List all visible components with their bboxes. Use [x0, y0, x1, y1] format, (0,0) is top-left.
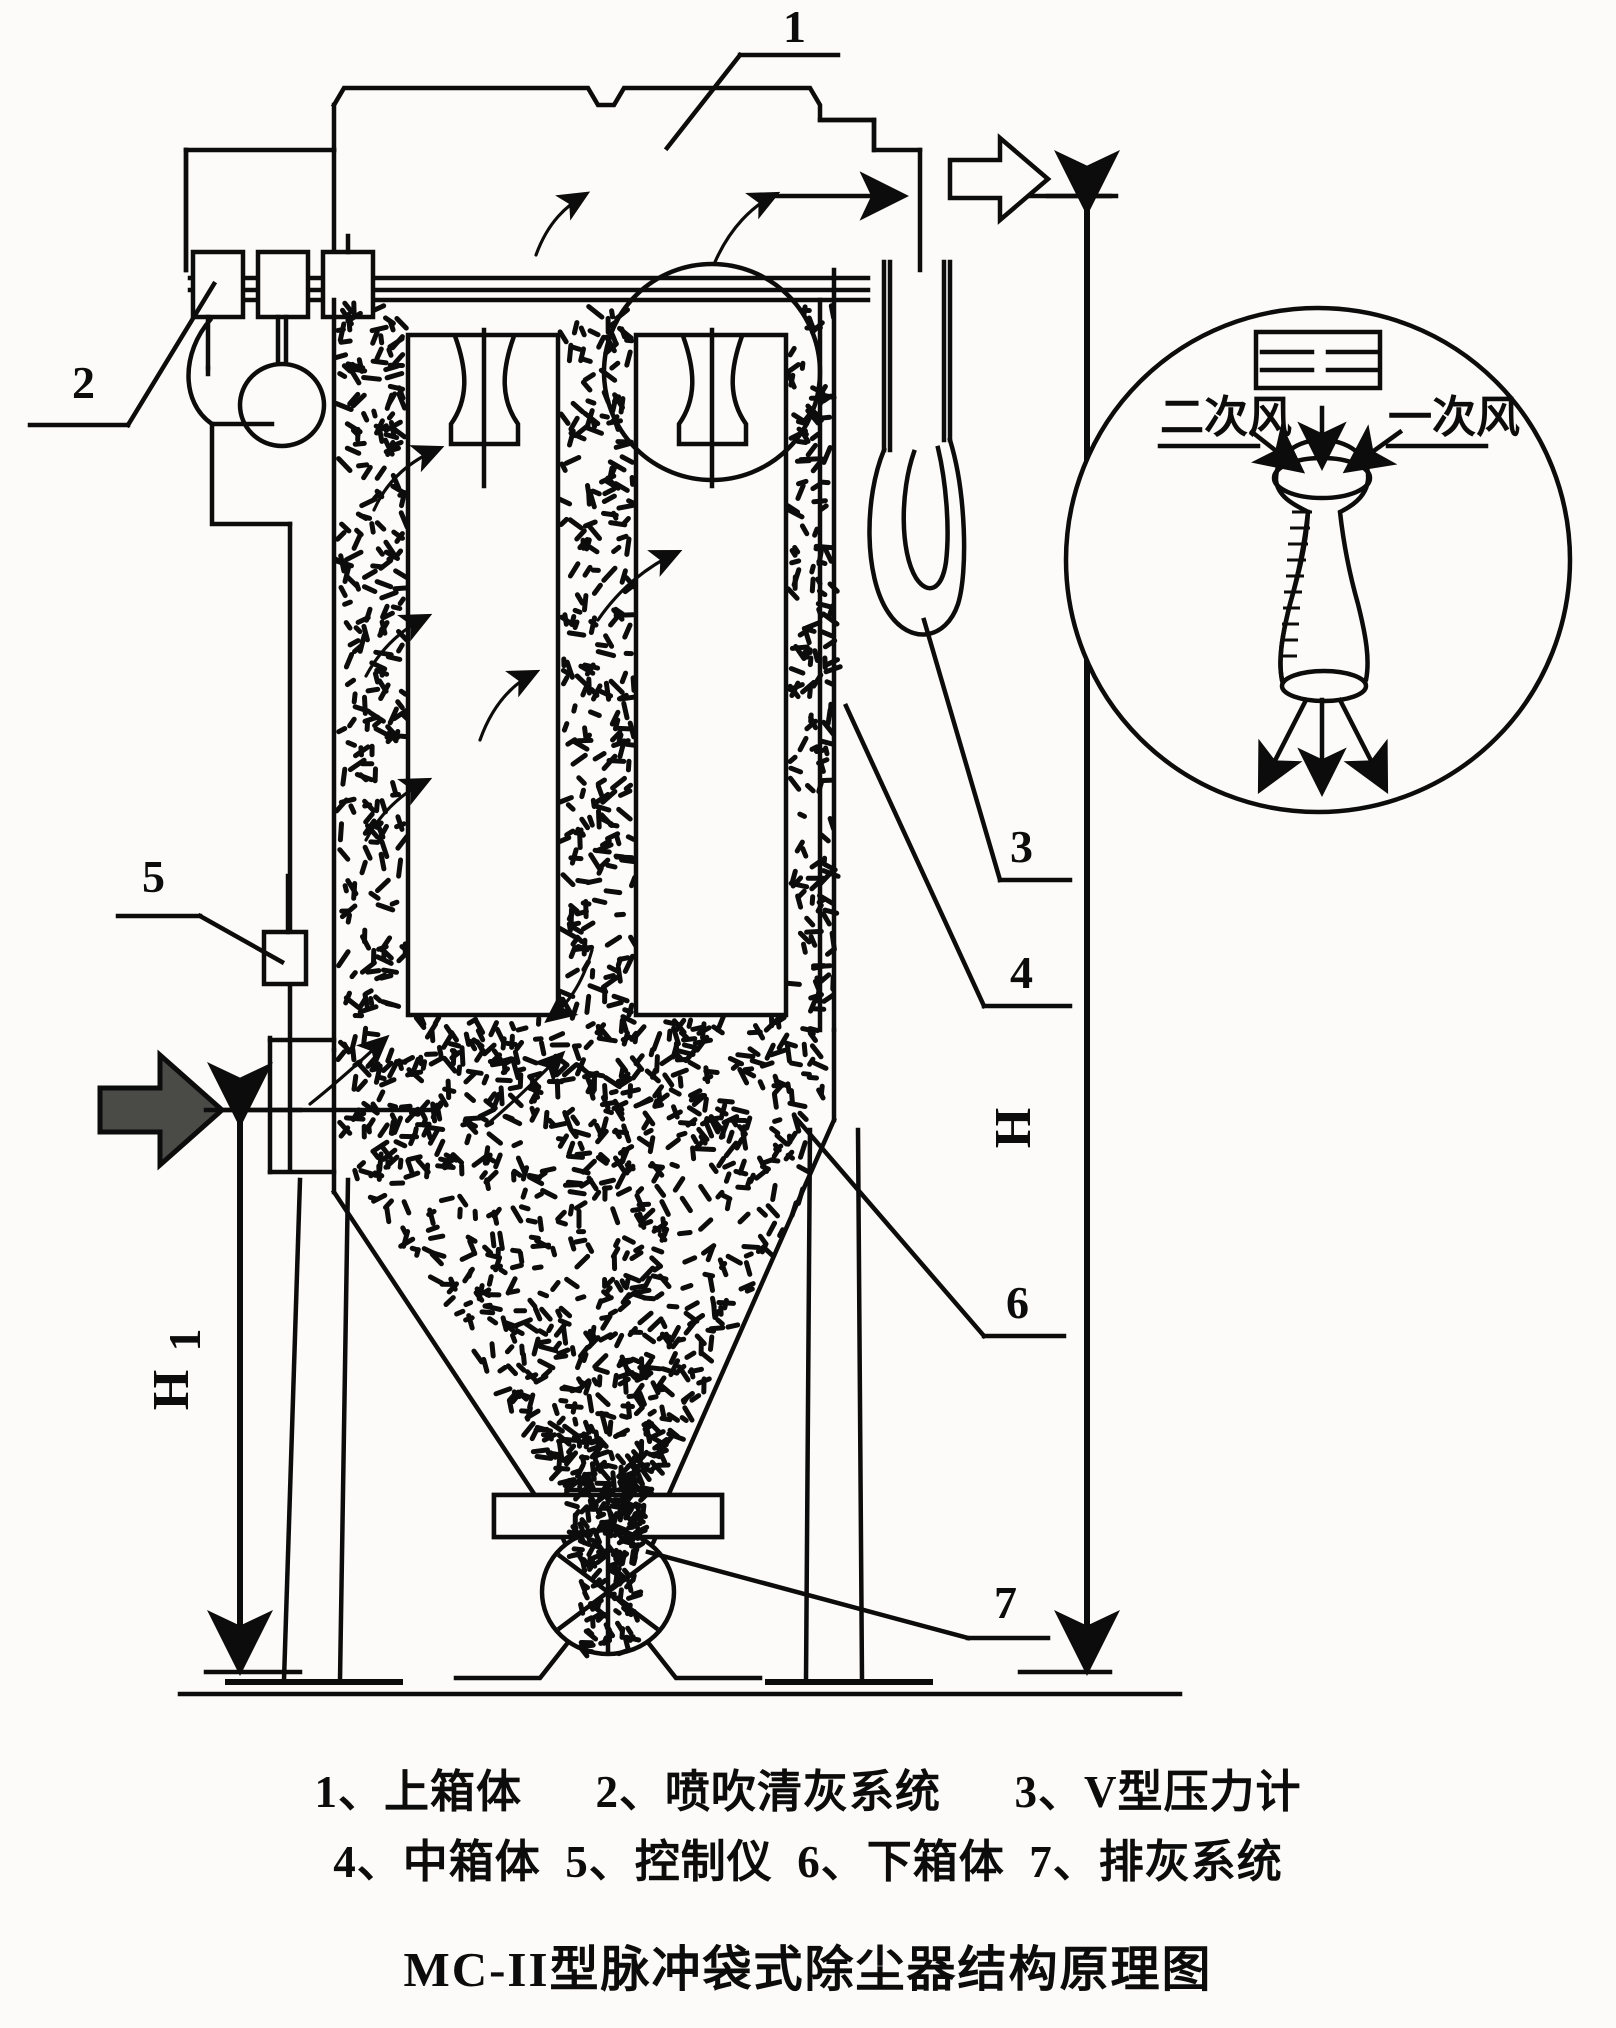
dimension-H1: H 1 [143, 1062, 303, 1676]
filter-bag-right [633, 327, 789, 1018]
callout-3: 3 [921, 617, 1073, 883]
dimension-H-label: H [985, 1108, 1042, 1148]
figure-title: MC-II型脉冲袋式除尘器结构原理图 [403, 1942, 1213, 1997]
callout-6-label: 6 [1006, 1277, 1029, 1328]
upper-box-shell [183, 85, 923, 273]
inlet-arrow-icon [97, 1049, 226, 1171]
control-box [261, 929, 309, 987]
legend-line-1: 1、上箱体 2、喷吹清灰系统 3、V型压力计 [314, 1767, 1302, 1817]
callout-2: 2 [27, 280, 218, 429]
detail-circle-callout [601, 261, 823, 483]
venturi-nozzle-icon [1271, 437, 1373, 704]
callout-7-label: 7 [994, 1577, 1017, 1628]
callout-4-label: 4 [1010, 947, 1033, 998]
control-device [261, 873, 309, 987]
dimension-H1-sub: 1 [159, 1329, 210, 1352]
dust-particles [332, 300, 843, 1176]
callout-7: 7 [645, 1549, 1051, 1641]
outlet-flow [757, 133, 1119, 225]
callout-1-label: 1 [783, 1, 806, 52]
venturi-detail-inset: 二次风 一次风 [1063, 305, 1573, 815]
callout-3-label: 3 [1010, 821, 1033, 872]
inset-primary-air-label: 一次风 [1388, 393, 1520, 442]
inset-secondary-air-label: 二次风 [1160, 393, 1292, 442]
pulse-valve-2 [255, 249, 311, 320]
rotary-airlock-valve [453, 1487, 763, 1681]
callout-6: 6 [792, 1114, 1067, 1340]
outlet-arrow-icon [947, 133, 1052, 225]
callout-5-label: 5 [142, 851, 165, 902]
legend-line-2: 4、中箱体 5、控制仪 6、下箱体 7、排灰系统 [333, 1837, 1283, 1887]
callout-4: 4 [843, 703, 1073, 1009]
callout-1: 1 [663, 1, 841, 152]
air-tank [237, 361, 327, 449]
v-type-manometer [867, 259, 967, 637]
callout-2-label: 2 [72, 357, 95, 408]
dimension-H: H [985, 150, 1120, 1676]
dimension-H1-label: H [143, 1370, 200, 1410]
hopper-dust [352, 1152, 811, 1659]
callout-5: 5 [115, 851, 286, 966]
tube-sheet-icon [1253, 329, 1383, 391]
internal-flow-arrows [308, 191, 781, 1124]
